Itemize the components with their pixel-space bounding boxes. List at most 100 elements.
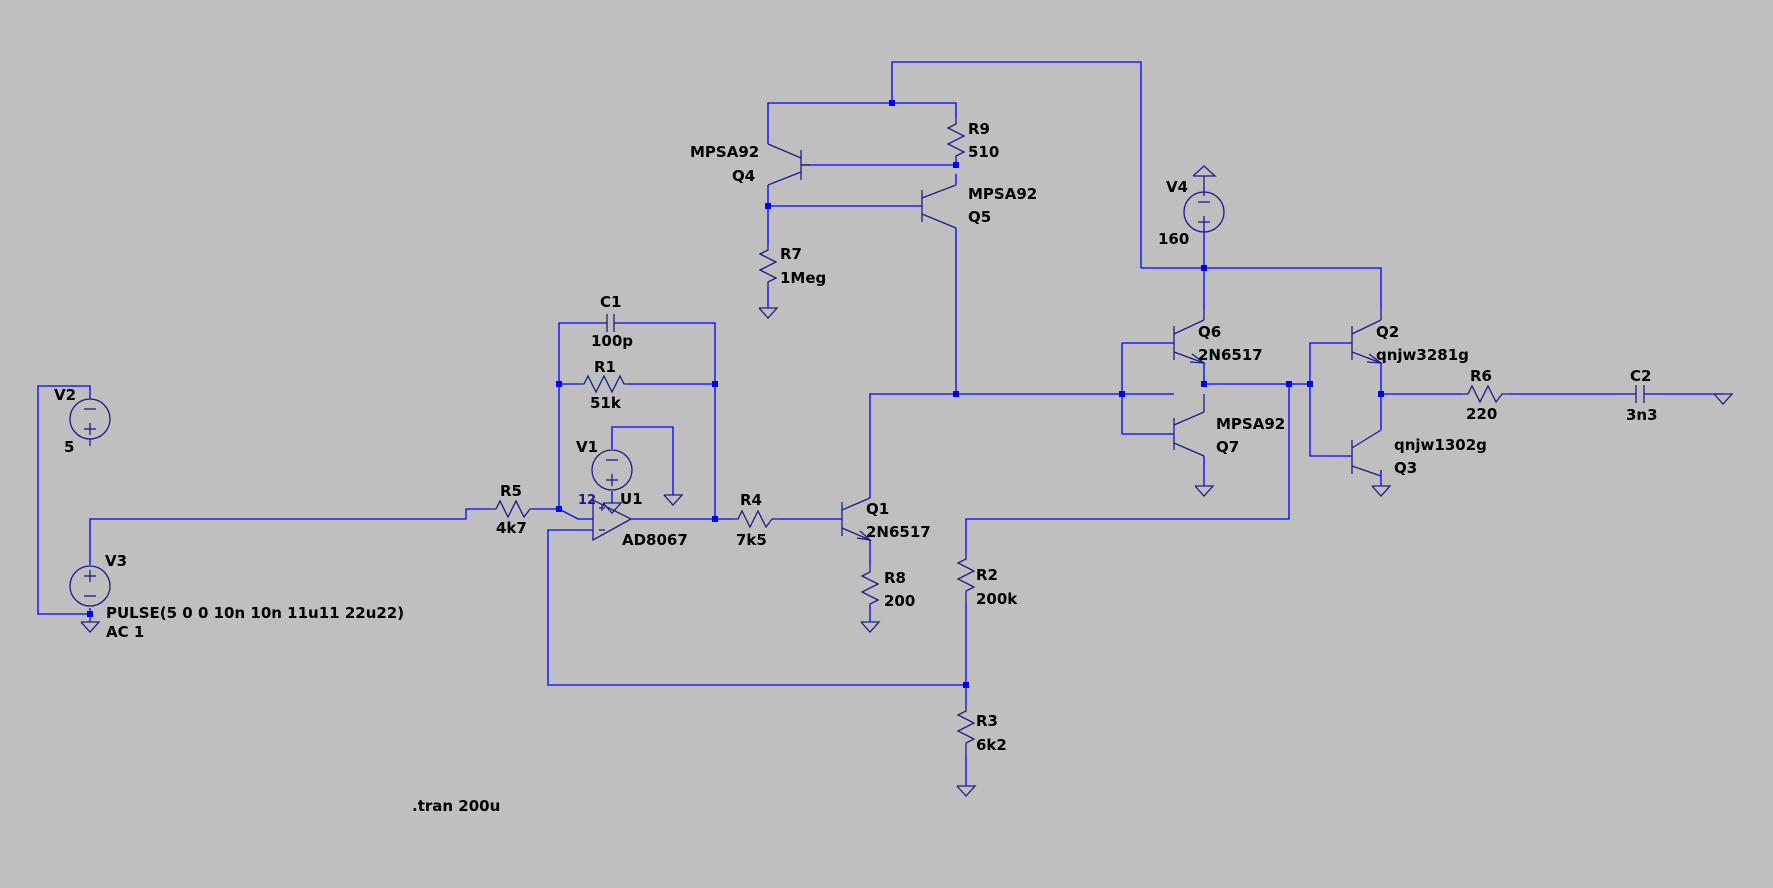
wire	[767, 185, 922, 207]
supply-arrow-icon	[1192, 165, 1217, 177]
label-q6-ref: Q6	[1198, 323, 1221, 341]
opamp-u1	[592, 498, 633, 542]
wire	[547, 529, 966, 686]
wire	[558, 322, 600, 509]
junction-dot	[712, 381, 718, 387]
resistor-r3	[956, 705, 976, 755]
label-v2-ref: V2	[54, 386, 76, 404]
resistor-r7	[758, 244, 778, 286]
junction-dot	[1119, 391, 1125, 397]
ground-icon	[80, 621, 101, 633]
label-r4-ref: R4	[740, 491, 762, 509]
opamp-pins: 12	[578, 493, 596, 508]
label-r6-value: 220	[1466, 405, 1497, 423]
label-q6-value: 2N6517	[1198, 346, 1263, 364]
label-tran-directive: .tran 200u	[412, 797, 500, 815]
label-r9-value: 510	[968, 143, 999, 161]
resistor-r5	[490, 499, 534, 519]
junction-dot	[1307, 381, 1313, 387]
ground-icon	[860, 621, 881, 633]
label-q4-ref: Q4	[732, 167, 755, 185]
label-r8-value: 200	[884, 592, 915, 610]
label-q2-ref: Q2	[1376, 323, 1399, 341]
junction-dot	[1286, 381, 1292, 387]
label-v1-ref: V1	[576, 438, 598, 456]
wire	[89, 508, 490, 565]
wire	[1309, 342, 1352, 384]
resistor-r6	[1462, 384, 1510, 404]
label-q1-value: 2N6517	[866, 523, 931, 541]
resistor-r4	[732, 509, 780, 529]
label-r1-value: 51k	[590, 394, 622, 412]
label-c2-ref: C2	[1630, 367, 1651, 385]
junction-dot	[1201, 381, 1207, 387]
junction-dot	[1378, 391, 1384, 397]
label-c2-value: 3n3	[1626, 406, 1658, 424]
wires	[37, 61, 1723, 786]
label-v4-ref: V4	[1166, 178, 1188, 196]
junction-dot	[87, 611, 93, 617]
wire	[622, 322, 716, 519]
ground-icon	[663, 494, 684, 506]
ground-icon	[1194, 485, 1215, 497]
junction-dot	[963, 682, 969, 688]
label-r9-ref: R9	[968, 120, 990, 138]
ground-icon	[602, 502, 623, 514]
label-r5-value: 4k7	[496, 519, 527, 537]
label-r5-ref: R5	[500, 482, 522, 500]
wire	[965, 384, 1290, 553]
resistor-r8	[860, 566, 880, 606]
label-q4-value: MPSA92	[690, 143, 759, 161]
symbols	[69, 118, 1734, 797]
labels: V2 5 V3 PULSE(5 0 0 10n 10n 11u11 22u22)…	[54, 120, 1658, 815]
label-r1-ref: R1	[594, 358, 616, 376]
label-v2-value: 5	[64, 438, 74, 456]
label-r7-value: 1Meg	[780, 269, 826, 287]
label-u1-ref: U1	[620, 490, 643, 508]
junction-dot	[889, 100, 895, 106]
junction-dot	[765, 203, 771, 209]
voltage-source-v1	[591, 449, 633, 491]
wire	[1380, 363, 1462, 395]
label-q5-value: MPSA92	[968, 185, 1037, 203]
wire	[1141, 267, 1382, 310]
resistor-r9	[946, 118, 966, 158]
label-q2-value: qnjw3281g	[1376, 346, 1469, 364]
resistor-r1	[578, 374, 628, 394]
label-v3-ac: AC 1	[106, 623, 144, 641]
label-r2-ref: R2	[976, 566, 998, 584]
wire	[1121, 343, 1174, 435]
label-q3-value: qnjw1302g	[1394, 436, 1487, 454]
label-q1-ref: Q1	[866, 500, 889, 518]
wire	[767, 102, 957, 144]
label-r3-ref: R3	[976, 712, 998, 730]
label-c1-ref: C1	[600, 293, 621, 311]
label-v3-value: PULSE(5 0 0 10n 10n 11u11 22u22)	[106, 604, 404, 622]
ground-icon	[1713, 393, 1734, 405]
junction-dot	[1201, 265, 1207, 271]
label-c1-value: 100p	[591, 332, 633, 350]
wire	[891, 61, 1142, 268]
label-r3-value: 6k2	[976, 736, 1007, 754]
wire	[37, 385, 91, 615]
voltage-source-v4	[1183, 191, 1225, 233]
label-r7-ref: R7	[780, 245, 802, 263]
wire	[1309, 384, 1352, 457]
ground-icon	[758, 307, 779, 319]
label-q7-ref: Q7	[1216, 438, 1239, 456]
resistor-r2	[956, 553, 976, 603]
ground-icon	[1371, 485, 1392, 497]
junction-dot	[712, 516, 718, 522]
junctions	[87, 100, 1384, 688]
label-r6-ref: R6	[1470, 367, 1492, 385]
ground-icon	[956, 785, 977, 797]
label-v3-ref: V3	[105, 552, 127, 570]
label-v4-value: 160	[1158, 230, 1189, 248]
junction-dot	[556, 506, 562, 512]
wire	[869, 393, 1122, 498]
junction-dot	[953, 391, 959, 397]
label-q5-ref: Q5	[968, 208, 991, 226]
label-r2-value: 200k	[976, 590, 1018, 608]
label-u1-value: AD8067	[622, 531, 688, 549]
